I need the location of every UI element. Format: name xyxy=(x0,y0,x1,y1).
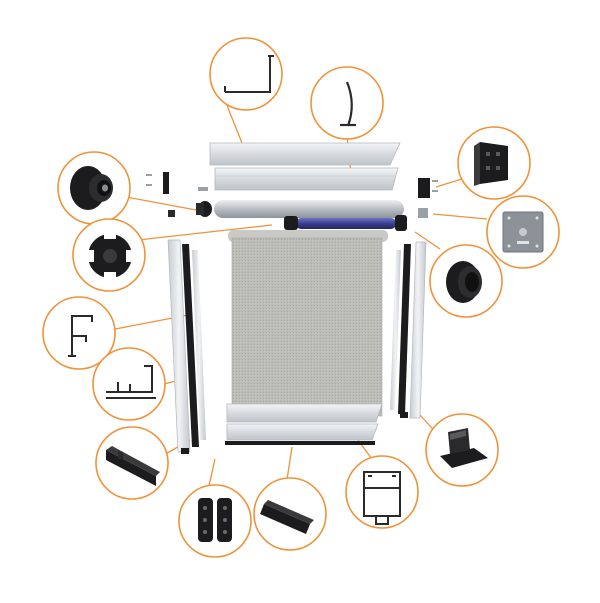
bracket-icon xyxy=(474,142,508,186)
callout-roller-crown xyxy=(429,244,503,318)
end-cap-icon xyxy=(440,428,488,468)
strip-icon xyxy=(260,500,314,534)
right-end-bracket xyxy=(418,178,438,218)
clip-icon xyxy=(198,498,232,542)
callout-bottom-bar-profile xyxy=(345,455,419,529)
corner-profile-icon xyxy=(224,55,274,93)
fabric-screen xyxy=(228,230,388,417)
roller-tube xyxy=(196,200,404,218)
callout-motor-adapter xyxy=(72,218,146,292)
seal-icon xyxy=(106,446,160,486)
crown-icon xyxy=(446,261,482,303)
callout-bottom-bar-end-cap xyxy=(425,413,499,487)
callout-wall-plate xyxy=(486,195,560,269)
bottom-bar xyxy=(225,403,383,445)
plug-icon xyxy=(70,166,113,210)
callout-hinge-clip xyxy=(178,484,252,558)
callout-brush-seal xyxy=(95,426,169,500)
callout-cassette-front-profile xyxy=(310,66,384,140)
left-side-rail xyxy=(167,239,206,454)
tubular-motor xyxy=(284,215,407,231)
left-end-bracket xyxy=(146,172,208,217)
plate-icon xyxy=(502,211,544,253)
channel-profile-icon xyxy=(106,365,156,399)
f-profile-icon xyxy=(68,315,93,357)
callout-bottom-seal-strip xyxy=(253,477,327,551)
bottom-profile-icon xyxy=(363,471,401,525)
callout-side-channel-profile xyxy=(92,347,166,421)
adapter-icon xyxy=(86,232,134,279)
callout-top-rail-corner-profile xyxy=(209,37,283,111)
right-side-rail xyxy=(390,241,427,419)
top-cassette-profile xyxy=(209,142,401,191)
curved-profile-icon xyxy=(340,81,356,127)
callout-end-plug xyxy=(57,151,131,225)
callout-mounting-bracket xyxy=(457,126,531,200)
callout-side-guide-profile xyxy=(42,296,116,370)
